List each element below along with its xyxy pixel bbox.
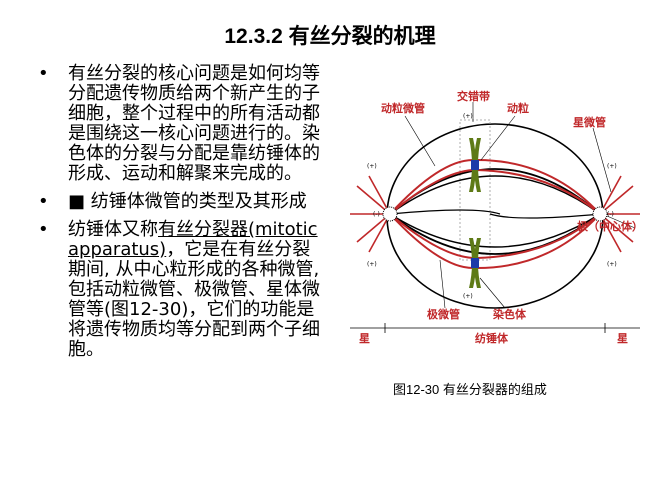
polar-microtubule bbox=[389, 175, 601, 215]
kinetochore-microtubule bbox=[389, 213, 474, 259]
label-ji-zhongxinti: 极（中心体） bbox=[577, 219, 643, 233]
overlap-zone bbox=[459, 119, 491, 261]
plus-mark: (+) bbox=[607, 163, 617, 170]
bullet-text-after: ，它是在有丝分裂期间, 从中心粒形成的各种微管, 包括动粒微管、极微管、星体微管… bbox=[68, 239, 320, 360]
minus-mark: (-) bbox=[607, 211, 614, 218]
plus-mark: (+) bbox=[463, 113, 473, 120]
bullet-text: 有丝分裂的核心问题是如何均等分配遗传物质给两个新产生的子细胞，整个过程中的所有活… bbox=[68, 63, 320, 184]
plus-mark: (+) bbox=[607, 261, 617, 268]
kinetochore-microtubule bbox=[389, 213, 474, 269]
label-dongli: 动粒 bbox=[507, 101, 529, 115]
label-jiweiguan: 极微管 bbox=[427, 307, 460, 321]
bullet-text: ■ 纺锤体微管的类型及其形成 bbox=[68, 191, 307, 212]
centrosome-left bbox=[382, 206, 398, 222]
polar-microtubule bbox=[489, 213, 601, 219]
kinetochore-microtubule bbox=[476, 169, 601, 215]
polar-microtubule bbox=[389, 209, 501, 215]
page-title: 12.3.2 有丝分裂的机理 bbox=[224, 25, 436, 48]
kinetochore-microtubule bbox=[389, 169, 474, 215]
bullet-marker: • bbox=[38, 63, 49, 84]
figure-caption: 图12-30 有丝分裂器的组成 bbox=[393, 382, 547, 397]
bullet-item: • 有丝分裂的核心问题是如何均等分配遗传物质给两个新产生的子细胞，整个过程中的所… bbox=[38, 64, 328, 184]
bullet-item: • 纺锤体又称有丝分裂器(mitotic apparatus)，它是在有丝分裂期… bbox=[38, 220, 328, 360]
bullet-text-before: 纺锤体又称 bbox=[68, 219, 158, 240]
centrosome-right bbox=[592, 206, 608, 222]
kinetochore-microtubule bbox=[389, 159, 474, 215]
bottom-bracket bbox=[350, 323, 640, 333]
plus-mark: (+) bbox=[463, 293, 473, 300]
label-dongliweiguan: 动粒微管 bbox=[381, 101, 425, 115]
plus-mark: (+) bbox=[367, 163, 377, 170]
label-fangchuiti: 纺锤体 bbox=[475, 331, 509, 345]
chromosome-bottom bbox=[469, 238, 481, 288]
minus-mark: (-) bbox=[373, 211, 380, 218]
label-xing-right: 星 bbox=[617, 332, 628, 345]
bullet-marker: • bbox=[38, 219, 49, 240]
label-xingweiguan: 星微管 bbox=[573, 115, 606, 129]
polar-microtubule bbox=[389, 213, 601, 248]
kinetochore-microtubule bbox=[476, 213, 601, 269]
label-ranseti: 染色体 bbox=[493, 307, 527, 321]
bullet-text-underlined: 有丝分裂器(mitotic apparatus) bbox=[68, 219, 318, 260]
bullet-item: • ■ 纺锤体微管的类型及其形成 bbox=[38, 192, 328, 212]
bullet-text: 纺锤体又称有丝分裂器(mitotic apparatus)，它是在有丝分裂期间,… bbox=[68, 220, 328, 360]
kinetochore-microtubule bbox=[476, 159, 601, 215]
bullet-marker: • bbox=[38, 191, 49, 212]
mitotic-apparatus-diagram: 交错带 动粒微管 动粒 星微管 极（中心体） 极微管 染色体 星 纺锤体 星 (… bbox=[350, 89, 643, 345]
leader-lines bbox=[404, 102, 636, 309]
kinetochore-microtubule bbox=[476, 213, 601, 259]
plus-mark: (+) bbox=[367, 261, 377, 268]
polar-microtubule bbox=[389, 213, 601, 255]
bullet-list: • 有丝分裂的核心问题是如何均等分配遗传物质给两个新产生的子细胞，整个过程中的所… bbox=[38, 64, 328, 368]
chromosome-top bbox=[469, 138, 481, 192]
label-jiaocuodai: 交错带 bbox=[457, 89, 490, 103]
label-xing-left: 星 bbox=[359, 332, 370, 345]
